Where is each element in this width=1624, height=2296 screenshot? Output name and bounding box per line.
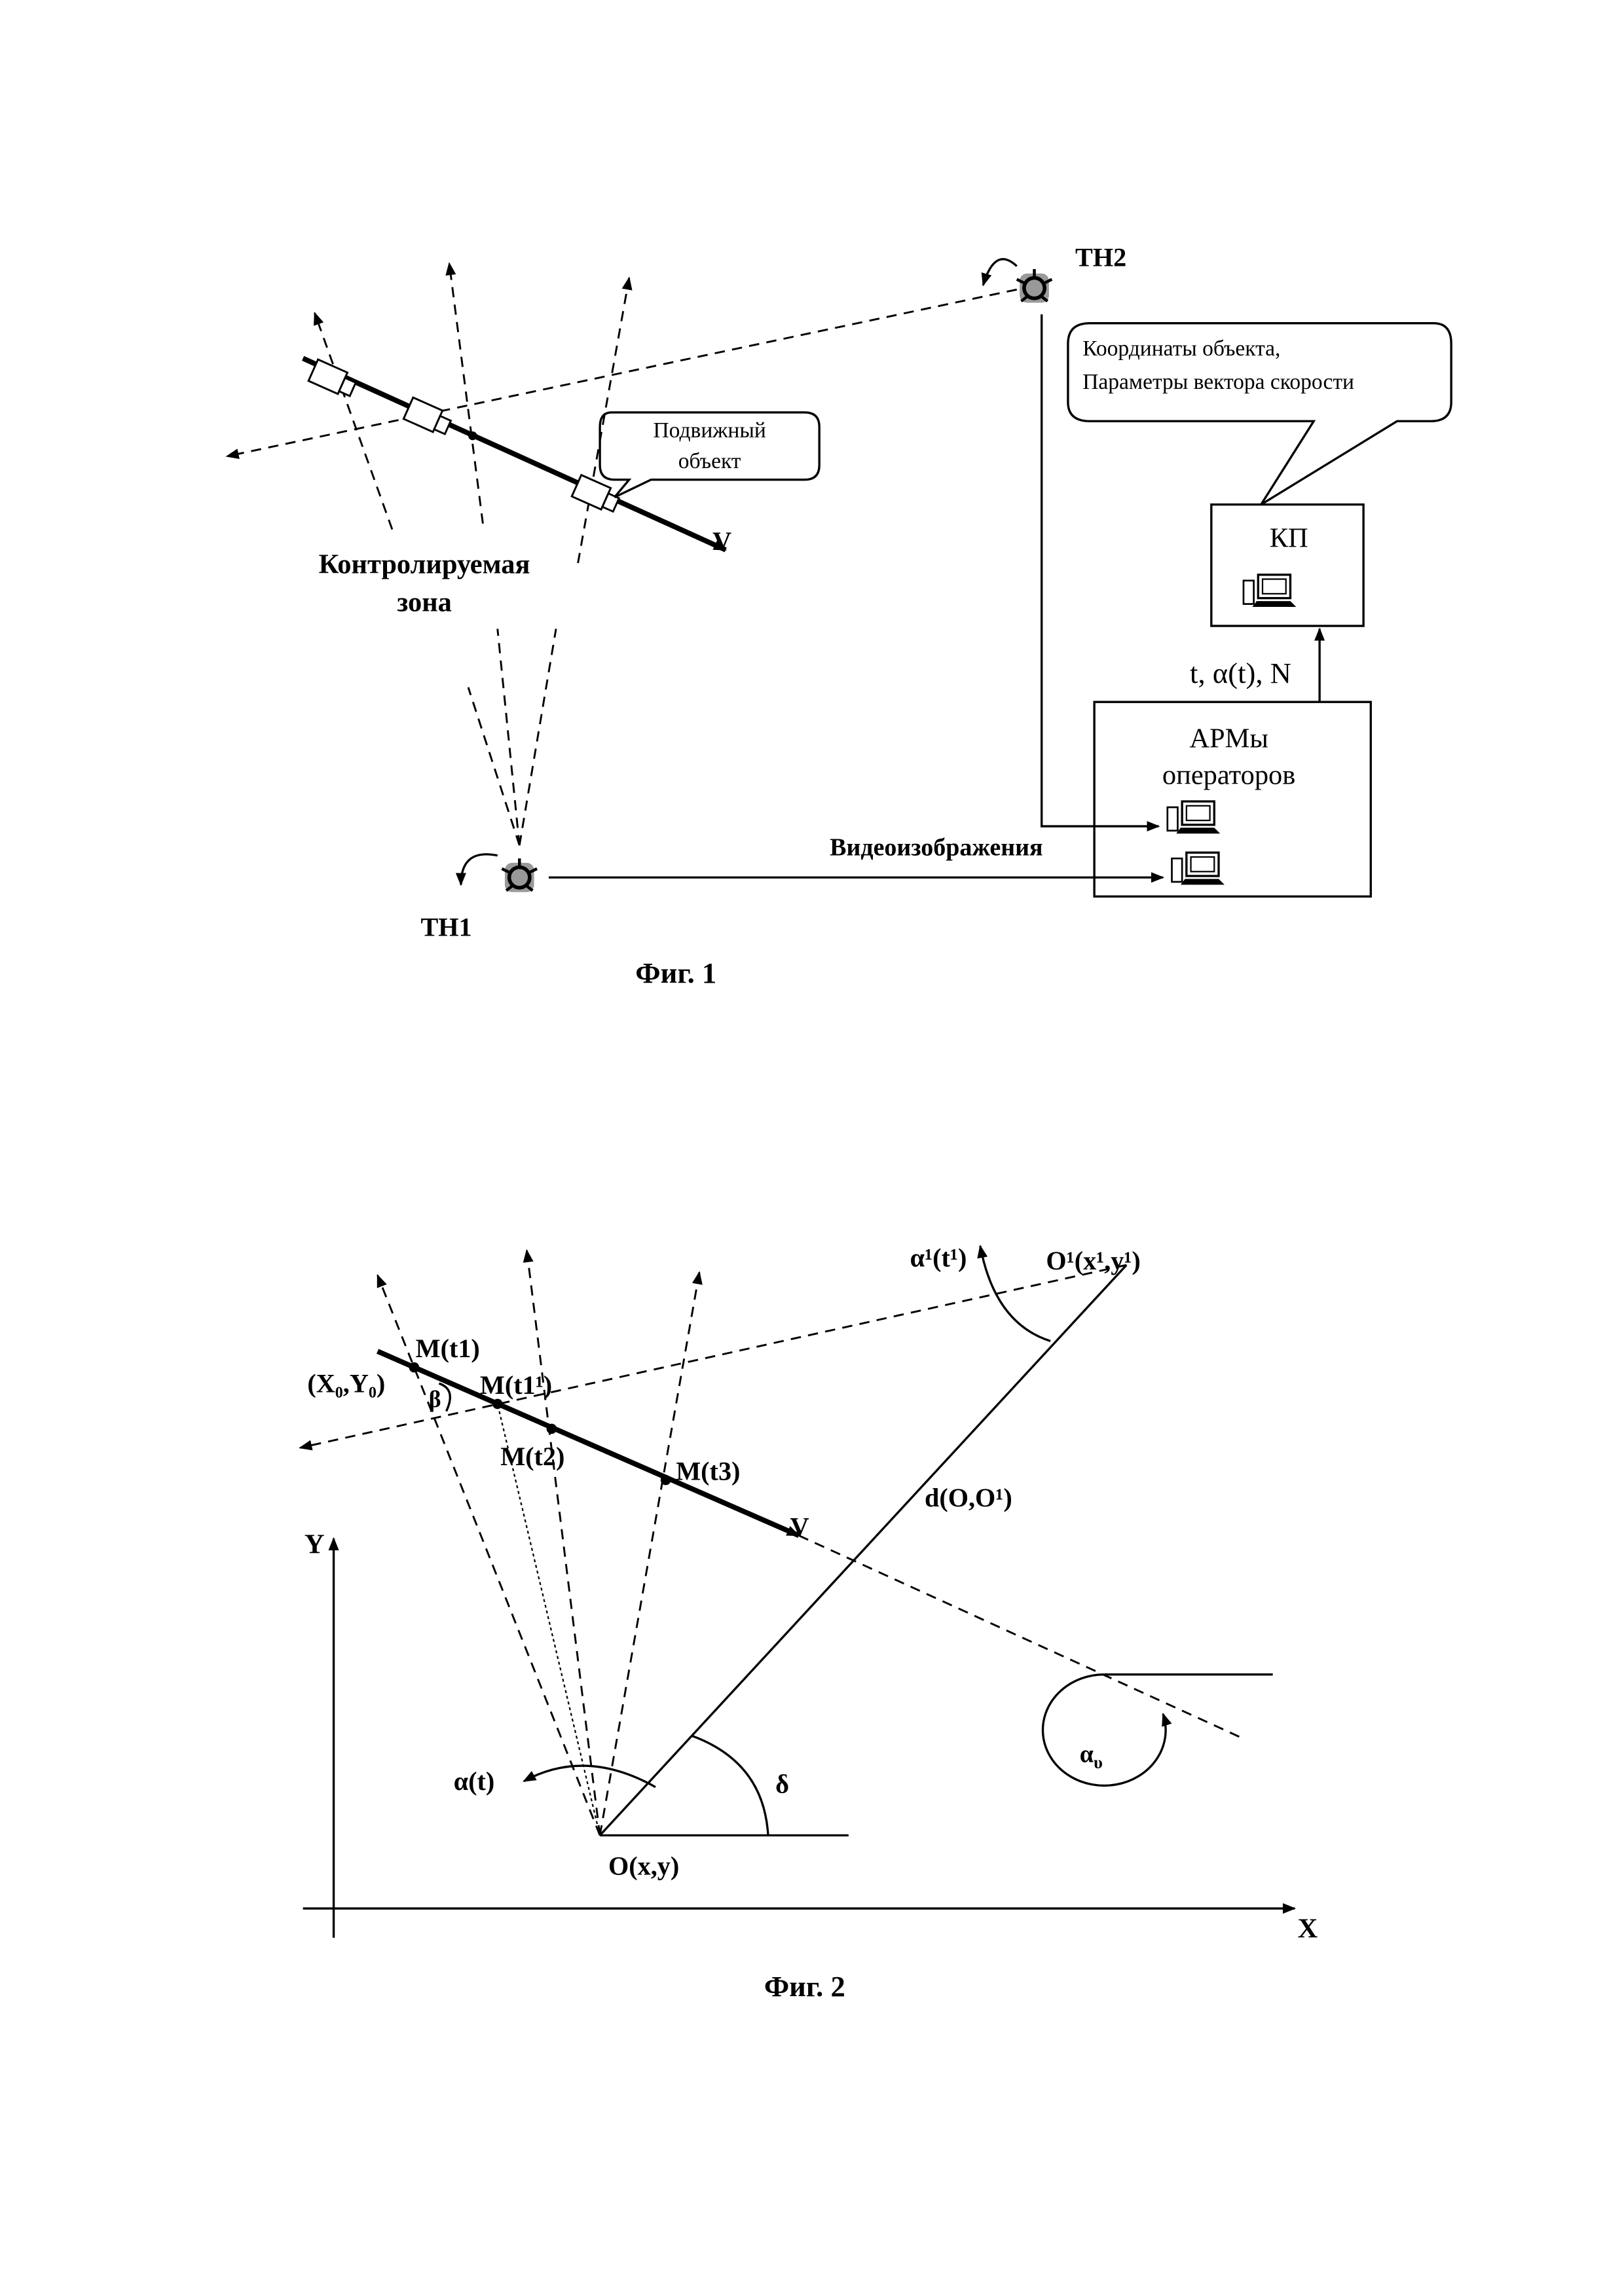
camera-icon	[403, 397, 453, 437]
signal-label: t, α(t), N	[1190, 657, 1291, 689]
arm-box-label: операторов	[1162, 759, 1295, 790]
th2-label: TH2	[1075, 243, 1126, 272]
rotating-camera-icon	[502, 858, 537, 892]
point-m-t2	[547, 1424, 557, 1434]
trajectory-line	[378, 1351, 799, 1535]
callout-text: объект	[678, 449, 741, 473]
m-t11-label: M(t1¹)	[480, 1370, 552, 1400]
start-point-label: (X₀,Y₀)	[307, 1369, 385, 1398]
delta-label: δ	[775, 1770, 789, 1799]
zone-label: Контролируемая	[319, 549, 530, 580]
ray-line	[600, 1272, 699, 1835]
velocity-label: V	[712, 526, 731, 556]
alpha-v-arc	[1043, 1675, 1166, 1786]
rotation-arrow	[983, 259, 1016, 285]
y-axis-label: Y	[304, 1529, 325, 1559]
beta-label: β	[429, 1386, 441, 1412]
m-t3-label: M(t3)	[676, 1457, 740, 1486]
x-axis-label: X	[1298, 1914, 1318, 1944]
alpha-label: α(t)	[454, 1766, 495, 1796]
alpha1-arc	[980, 1246, 1050, 1341]
ray-line	[449, 263, 483, 524]
ray-line	[498, 629, 520, 846]
origin-label: O(x,y)	[608, 1851, 679, 1881]
trajectory-extension	[799, 1535, 1241, 1737]
zone-label: зона	[397, 587, 452, 618]
velocity-label: V	[790, 1512, 809, 1541]
callout-text: Координаты объекта,	[1082, 337, 1280, 361]
ray-line	[378, 1275, 600, 1836]
computer-icon	[1172, 852, 1225, 884]
point-m-t1	[409, 1362, 420, 1373]
delta-arc	[692, 1736, 768, 1835]
m-t2-label: M(t2)	[500, 1442, 564, 1471]
kp-box-label: КП	[1270, 522, 1308, 553]
distance-label: d(O,O¹)	[925, 1483, 1012, 1512]
rotating-camera-icon	[1017, 269, 1052, 302]
computer-icon	[1168, 801, 1220, 833]
alpha-v-label: αυ	[1080, 1741, 1103, 1772]
m-t1-label: M(t1)	[416, 1334, 480, 1363]
video-label: Видеоизображения	[830, 834, 1043, 862]
trajectory-line	[303, 358, 726, 550]
figure-caption: Фиг. 2	[764, 1970, 845, 2003]
point-m-t11	[492, 1399, 503, 1410]
second-origin-label: O¹(x¹,y¹)	[1046, 1246, 1140, 1275]
rotation-arrow	[461, 854, 498, 885]
alpha1-label: α¹(t¹)	[910, 1243, 967, 1272]
ray-line	[578, 278, 629, 563]
computer-icon	[1244, 575, 1296, 607]
arm-box-label: АРМы	[1189, 723, 1268, 754]
figure-1: V Подвижный объект Контролируемая зона T…	[227, 243, 1451, 990]
intersection-point	[468, 431, 477, 440]
ray-line	[519, 629, 556, 846]
figure-caption: Фиг. 1	[635, 957, 716, 989]
point-m-t3	[661, 1475, 671, 1485]
ray-line	[526, 1250, 600, 1836]
ray-line	[315, 313, 392, 530]
camera-icon	[572, 475, 621, 515]
th1-label: TH1	[420, 913, 471, 942]
figure-2: Y X O(x,y) O¹(x¹,y¹) α¹(t¹) α(t) δ β (X₀	[300, 1243, 1318, 2003]
alpha-arc	[524, 1766, 655, 1787]
callout-text: Параметры вектора скорости	[1082, 370, 1354, 394]
callout-text: Подвижный	[653, 418, 766, 443]
